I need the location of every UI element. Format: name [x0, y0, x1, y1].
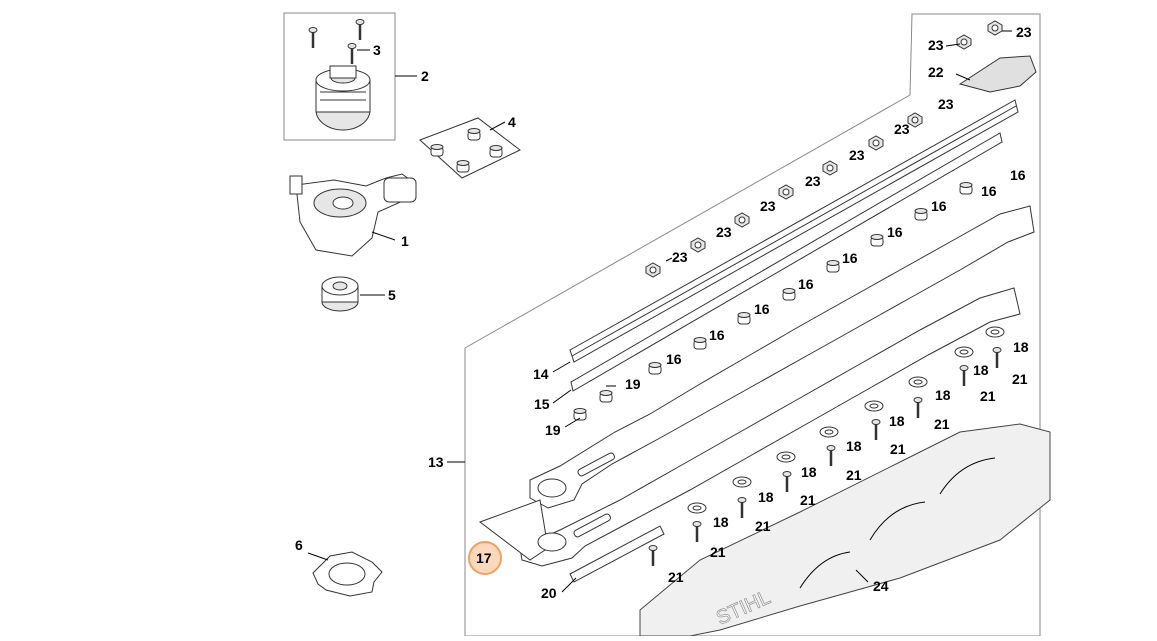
callout-16-4[interactable]: 16: [887, 224, 903, 240]
callout-16-8[interactable]: 16: [709, 327, 725, 343]
callout-16-7[interactable]: 16: [754, 301, 770, 317]
coupling-part[interactable]: [321, 276, 359, 312]
leader-lines: [307, 30, 1012, 593]
callout-4[interactable]: 4: [508, 114, 516, 130]
callout-23-6[interactable]: 23: [805, 173, 821, 189]
callout-18-5[interactable]: 18: [846, 438, 862, 454]
callout-18-6[interactable]: 18: [801, 464, 817, 480]
callout-23-8[interactable]: 23: [716, 224, 732, 240]
cutter-rail-part[interactable]: [569, 99, 1019, 363]
gear-housing-part[interactable]: [289, 173, 417, 257]
callout-17[interactable]: 17: [476, 550, 492, 566]
callout-22[interactable]: 22: [928, 64, 944, 80]
cutter-blade-part[interactable]: [478, 205, 1035, 567]
callout-23-3[interactable]: 23: [938, 96, 954, 112]
callout-23-7[interactable]: 23: [760, 198, 776, 214]
bush-set[interactable]: [419, 117, 521, 179]
callout-21-9[interactable]: 21: [668, 569, 684, 585]
callout-21-2[interactable]: 21: [980, 388, 996, 404]
highlight-17[interactable]: [468, 541, 502, 575]
blade-tip-part[interactable]: [958, 55, 1037, 93]
callout-19b[interactable]: 19: [545, 422, 561, 438]
callout-16-2[interactable]: 16: [981, 183, 997, 199]
callout-21-5[interactable]: 21: [846, 467, 862, 483]
callout-23-5[interactable]: 23: [849, 147, 865, 163]
callout-21-3[interactable]: 21: [934, 416, 950, 432]
callout-16-9[interactable]: 16: [666, 351, 682, 367]
support-bar-part[interactable]: [570, 132, 1003, 392]
callout-18-3[interactable]: 18: [935, 387, 951, 403]
callout-16-5[interactable]: 16: [842, 250, 858, 266]
callout-23-9[interactable]: 23: [672, 249, 688, 265]
callout-14[interactable]: 14: [533, 366, 549, 382]
callout-20[interactable]: 20: [541, 585, 557, 601]
callout-18-8[interactable]: 18: [713, 514, 729, 530]
callout-2[interactable]: 2: [421, 68, 429, 84]
callout-18-4[interactable]: 18: [889, 413, 905, 429]
callout-21-6[interactable]: 21: [800, 492, 816, 508]
callout-23-1[interactable]: 23: [1016, 24, 1032, 40]
callout-18-1[interactable]: 18: [1013, 339, 1029, 355]
callout-13[interactable]: 13: [428, 454, 444, 470]
motor-box: [283, 12, 396, 141]
callout-16-3[interactable]: 16: [931, 198, 947, 214]
gasket-part[interactable]: [312, 551, 383, 597]
callout-24[interactable]: 24: [873, 578, 889, 594]
callout-6[interactable]: 6: [295, 537, 303, 553]
callout-21-7[interactable]: 21: [755, 518, 771, 534]
callout-18-2[interactable]: 18: [973, 362, 989, 378]
callout-21-4[interactable]: 21: [890, 441, 906, 457]
callout-23-2[interactable]: 23: [928, 37, 944, 53]
callout-5[interactable]: 5: [388, 287, 396, 303]
callout-labels: 1 2 3 4 5 6 13 14 15 19 19 17 20 24 22 2…: [295, 24, 1032, 601]
callout-16-6[interactable]: 16: [798, 276, 814, 292]
callout-16-1[interactable]: 16: [1010, 167, 1026, 183]
callout-18-7[interactable]: 18: [758, 489, 774, 505]
motor-part[interactable]: [315, 65, 371, 131]
callout-1[interactable]: 1: [401, 233, 409, 249]
callout-23-4[interactable]: 23: [894, 121, 910, 137]
callout-3[interactable]: 3: [373, 42, 381, 58]
callout-19a[interactable]: 19: [625, 376, 641, 392]
callout-15[interactable]: 15: [534, 396, 550, 412]
callout-21-8[interactable]: 21: [710, 544, 726, 560]
spacer-plate-part[interactable]: [569, 525, 665, 583]
callout-21-1[interactable]: 21: [1012, 371, 1028, 387]
